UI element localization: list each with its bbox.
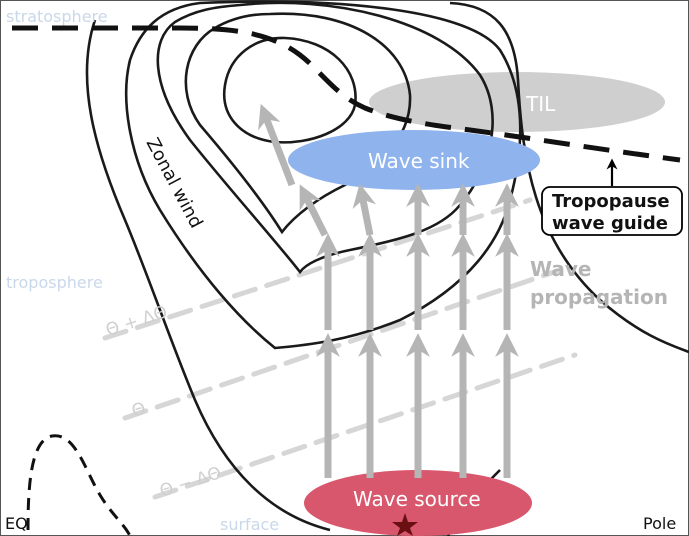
tropopause-guide-label-1: Tropopause: [552, 191, 670, 212]
contour-4: [124, 0, 522, 350]
til-region: [369, 72, 665, 132]
isentrope-lower: [152, 352, 578, 500]
theta-label: Θ: [129, 399, 148, 422]
wave-propagation-label-1: Wave: [530, 257, 591, 281]
theta-plus-label: Θ + ΔΘ: [103, 302, 170, 341]
tropopause-guide-box: [541, 186, 683, 236]
arrow-col0-top: [258, 103, 296, 187]
wave-propagation-label-2: propagation: [530, 285, 668, 309]
tropopause-line: [12, 25, 681, 163]
pole-label: Pole: [643, 514, 676, 533]
star-icon: [392, 513, 418, 536]
isentropes: [102, 197, 578, 500]
til-label: TIL: [525, 92, 556, 116]
isentrope-middle: [122, 267, 563, 421]
contour-5-right: [449, 1, 689, 354]
contour-inner: [222, 36, 357, 144]
surface-label: surface: [220, 515, 279, 534]
contour-5-left: [85, 19, 331, 532]
troposphere-label: troposphere: [6, 273, 103, 292]
wave-sink-label: Wave sink: [368, 149, 470, 173]
equatorial-dashed-contour: [26, 434, 132, 536]
stratosphere-label: stratosphere: [6, 7, 108, 26]
wave-sink-region: [288, 130, 540, 190]
eq-label: EQ: [5, 514, 28, 533]
theta-minus-label: Θ − ΔΘ: [157, 463, 224, 502]
arrow-col1-top: [299, 184, 329, 237]
wave-propagation-arrows: [258, 103, 519, 478]
contour-2: [184, 12, 412, 235]
arrow-col2-top: [352, 183, 377, 236]
contour-3: [156, 1, 494, 275]
zonal-wind-contours: [85, 0, 689, 536]
wave-source-region: [304, 470, 532, 536]
tropopause-guide-label-2: wave guide: [552, 213, 668, 234]
wave-source-label: Wave source: [353, 487, 481, 511]
isentrope-upper: [102, 197, 533, 341]
